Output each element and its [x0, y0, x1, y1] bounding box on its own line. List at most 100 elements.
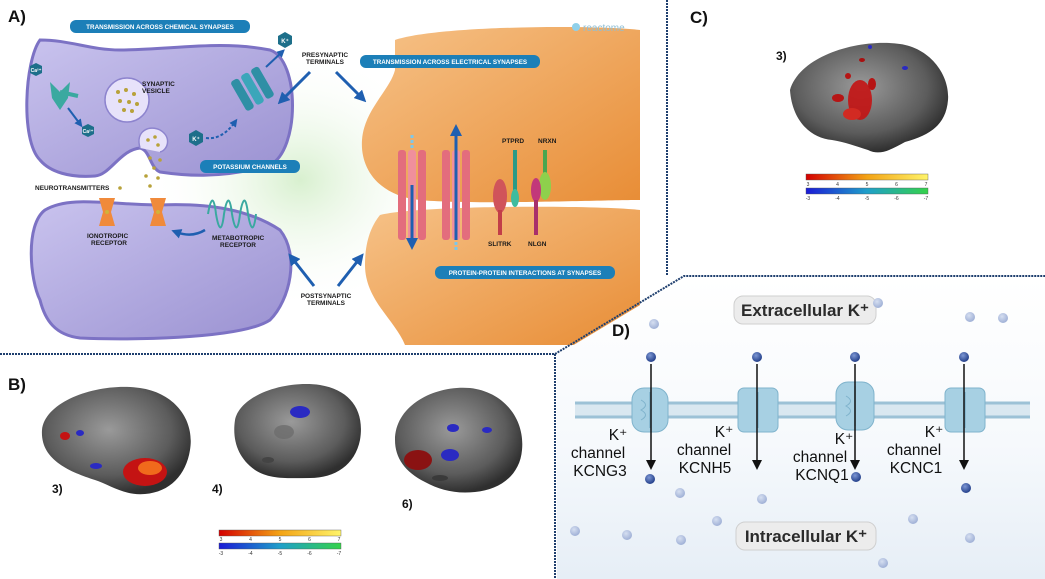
channel-label-kcnq1: K⁺ channel KCNQ1	[793, 431, 853, 484]
svg-text:channel: channel	[793, 449, 847, 466]
svg-text:KCNQ1: KCNQ1	[795, 467, 848, 484]
svg-text:KCNG3: KCNG3	[573, 463, 626, 480]
panel-c-label: 3)	[776, 49, 787, 63]
panel-c-tick-neg-3: -6	[894, 196, 899, 202]
svg-text:channel: channel	[677, 442, 731, 459]
ca-ion-bottom: Ca²⁺	[82, 124, 94, 137]
svg-text:K⁺: K⁺	[715, 424, 734, 441]
presynaptic-label-2: TERMINALS	[306, 59, 345, 66]
svg-text:K⁺: K⁺	[192, 136, 200, 143]
svg-text:K⁺: K⁺	[835, 431, 854, 448]
channel-label-kcnc1: K⁺ channel KCNC1	[887, 424, 943, 477]
vesicle-label-1: SYNAPTIC	[142, 81, 175, 88]
nlgn-label: NLGN	[528, 241, 547, 248]
gap-junction-1	[398, 150, 426, 240]
panel-c-tick-pos-0: 3	[807, 182, 810, 188]
ptprd-label: PTPRD	[502, 138, 524, 145]
panel-c-tick-neg-4: -7	[924, 196, 929, 202]
potassium-channel-presynaptic	[231, 66, 274, 111]
panel-b-tick-neg-1: -4	[248, 551, 253, 557]
ionotropic-label-1: IONOTROPIC	[87, 233, 128, 240]
svg-text:POTASSIUM CHANNELS: POTASSIUM CHANNELS	[213, 164, 287, 171]
panel-d: D) Extracellular K⁺ Intracellular K⁺	[557, 278, 1045, 579]
neurotransmitter-dots	[118, 135, 162, 190]
panel-b-tick-neg-2: -5	[278, 551, 283, 557]
vesicle-dots	[116, 88, 139, 113]
channel-label-kcnh5: K⁺ channel KCNH5	[677, 424, 733, 477]
neurotransmitters-label: NEUROTRANSMITTERS	[35, 185, 110, 192]
metabotropic-receptor	[207, 199, 257, 229]
brain-b-2	[234, 384, 361, 479]
panel-d-letter: D)	[612, 321, 630, 340]
ptprd-protein	[511, 150, 519, 207]
panel-b-tick-pos-4: 7	[338, 537, 341, 543]
svg-text:K⁺: K⁺	[925, 424, 944, 441]
panel-b: B) 3) 4) 6)	[8, 375, 523, 557]
svg-text:Intracellular K⁺: Intracellular K⁺	[745, 527, 867, 546]
postsynaptic-terminal	[29, 200, 293, 341]
brain-c-activation	[832, 45, 908, 120]
svg-text:KCNC1: KCNC1	[890, 460, 943, 477]
presynaptic-label-1: PRESYNAPTIC	[302, 52, 349, 59]
k-ion-top: K⁺	[278, 32, 292, 48]
k-channel-kcnq1	[835, 352, 875, 482]
panel-c-tick-pos-2: 5	[866, 182, 869, 188]
banner-protein: PROTEIN-PROTEIN INTERACTIONS AT SYNAPSES	[435, 266, 615, 279]
gap-junction-arrows	[406, 124, 462, 252]
svg-text:channel: channel	[571, 445, 625, 462]
slitrk-label: SLITRK	[488, 241, 512, 248]
brain-b-2-activation	[262, 406, 310, 463]
calcium-channel	[50, 82, 79, 110]
metabotropic-label-1: METABOTROPIC	[212, 235, 265, 242]
panel-b-tick-pos-0: 3	[220, 537, 223, 543]
panel-b-tick-pos-2: 5	[279, 537, 282, 543]
ionotropic-label-2: RECEPTOR	[91, 240, 127, 247]
presynaptic-terminal	[25, 38, 294, 178]
nlgn-protein	[531, 178, 541, 235]
postsynaptic-label-2: TERMINALS	[307, 300, 346, 307]
svg-text:Extracellular K⁺: Extracellular K⁺	[741, 301, 869, 320]
panel-b-tick-neg-0: -3	[219, 551, 224, 557]
panel-b-label-4: 4)	[212, 482, 223, 496]
panel-b-colorbar	[218, 529, 342, 550]
synaptic-vesicle	[104, 77, 150, 123]
nrxn-label: NRXN	[538, 138, 557, 145]
extracellular-box: Extracellular K⁺	[733, 295, 877, 325]
vesicle-label-2: VESICLE	[142, 88, 170, 95]
pale-ions	[570, 298, 1008, 568]
panel-b-label-3: 3)	[52, 482, 63, 496]
panel-b-tick-neg-3: -6	[307, 551, 312, 557]
svg-text:reactome: reactome	[583, 23, 625, 34]
svg-text:TRANSMISSION ACROSS ELECTRICAL: TRANSMISSION ACROSS ELECTRICAL SYNAPSES	[373, 59, 527, 66]
fusing-vesicle	[138, 127, 169, 153]
svg-text:K⁺: K⁺	[609, 427, 628, 444]
brain-b-1-activation	[60, 430, 167, 486]
svg-text:PROTEIN-PROTEIN INTERACTIONS A: PROTEIN-PROTEIN INTERACTIONS AT SYNAPSES	[449, 270, 602, 277]
ca-ion-top: Ca²⁺	[30, 63, 42, 76]
brain-b-3-activation	[404, 424, 492, 481]
panel-a-letter: A)	[8, 7, 26, 26]
panel-c-tick-pos-3: 6	[895, 182, 898, 188]
k-channel-kcng3	[631, 352, 669, 484]
svg-text:TRANSMISSION ACROSS CHEMICAL S: TRANSMISSION ACROSS CHEMICAL SYNAPSES	[86, 24, 234, 31]
panel-b-tick-pos-1: 4	[249, 537, 252, 543]
panel-c-colorbar	[805, 173, 929, 195]
postsynaptic-label-1: POSTSYNAPTIC	[301, 293, 352, 300]
reactome-logo: reactome	[572, 23, 625, 34]
banner-potassium: POTASSIUM CHANNELS	[200, 160, 300, 173]
k-channel-kcnc1	[944, 352, 986, 493]
ionotropic-receptor-2	[150, 198, 166, 226]
svg-text:KCNH5: KCNH5	[679, 460, 732, 477]
panel-b-tick-pos-3: 6	[308, 537, 311, 543]
panel-c-tick-pos-4: 7	[925, 182, 928, 188]
k-channel-kcnh5	[737, 352, 779, 470]
panel-a: TRANSMISSION ACROSS CHEMICAL SYNAPSES TR…	[0, 0, 667, 354]
brain-b-1	[41, 386, 191, 495]
intracellular-box: Intracellular K⁺	[735, 521, 877, 551]
k-ion-mid: K⁺	[189, 130, 203, 146]
